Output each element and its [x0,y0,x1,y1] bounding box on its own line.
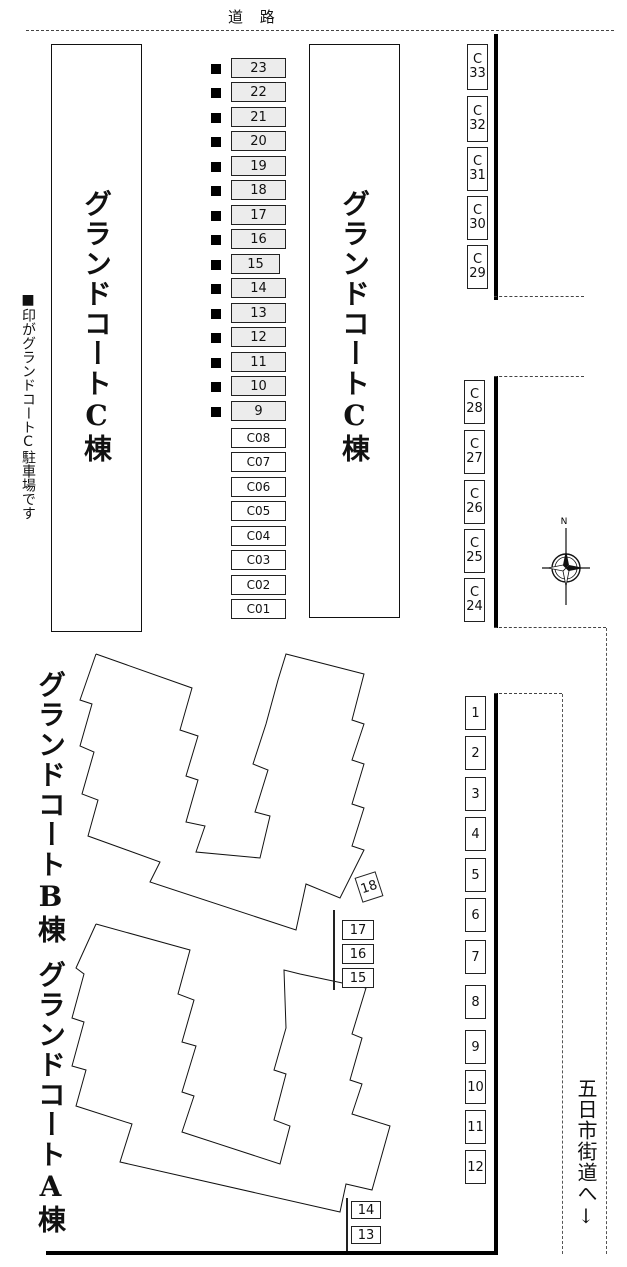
street-label: 五日市街道へ↓ [574,1078,598,1229]
parking-slot: C04 [231,526,286,546]
c-marker-icon [211,235,221,245]
building-a-outline [71,923,391,1213]
parking-slot: 22 [231,82,286,102]
parking-slot: C05 [231,501,286,521]
parking-slot: 21 [231,107,286,127]
parking-slot: 18 [231,180,286,200]
parking-slot: C02 [231,575,286,595]
parking-slot: 16 [342,944,374,964]
c-marker-icon [211,137,221,147]
building-c-left-label: グランドコートC棟 [80,189,113,464]
parking-slot: 12 [231,327,286,347]
street-edge-left [562,694,563,1254]
divider-line-bottom [346,1198,348,1254]
compass-north-label: N [561,517,568,527]
c-marker-icon [211,211,221,221]
parking-slot: C08 [231,428,286,448]
c-marker-icon [211,113,221,123]
parking-slot: 23 [231,58,286,78]
parking-slot: 11 [231,352,286,372]
building-c-right-label: グランドコートC棟 [338,189,371,464]
c-marker-icon [211,309,221,319]
parking-slot: C06 [231,477,286,497]
parking-slot: 3 [465,777,486,811]
building-b-outline [79,653,365,931]
wall-middle [494,376,498,628]
parking-slot: 20 [231,131,286,151]
parking-slot: 5 [465,858,486,892]
c-marker-icon [211,284,221,294]
c-marker-icon [211,88,221,98]
wall-upper [494,34,498,300]
parking-slot: 4 [465,817,486,851]
parking-slot: 13 [351,1226,381,1244]
bottom-wall [46,1251,498,1255]
c-marker-icon [211,64,221,74]
wall-middle-bottom [494,627,606,628]
parking-slot: 15 [231,254,280,274]
parking-slot: 16 [231,229,286,249]
parking-slot: 9 [231,401,286,421]
parking-slot: 13 [231,303,286,323]
building-b-label: グランドコートB棟 [34,670,67,945]
road-dotted-line [26,30,614,31]
parking-slot: C03 [231,550,286,570]
parking-slot: 12 [465,1150,486,1184]
parking-slot: 14 [351,1201,381,1219]
parking-slot: 17 [231,205,286,225]
divider-line [333,910,335,990]
wall-lower [494,693,498,1253]
parking-slot: 14 [231,278,286,298]
parking-slot: 6 [465,898,486,932]
building-c-right: グランドコートC棟 [309,44,400,618]
wall-lower-top [494,693,562,694]
wall-upper-end [494,296,584,299]
parking-slot: 19 [231,156,286,176]
c-marker-icon [211,358,221,368]
wall-middle-top [494,376,584,377]
c-marker-icon [211,162,221,172]
c-marker-icon [211,260,221,270]
parking-slot: 9 [465,1030,486,1064]
parking-slot: 7 [465,940,486,974]
parking-slot: 1 [465,696,486,730]
parking-slot: 17 [342,920,374,940]
legend-text: ■印がグランドコートC駐車場です [20,292,36,520]
building-a-label: グランドコートA棟 [34,960,67,1235]
compass-icon: N [542,517,590,605]
parking-slot: 8 [465,985,486,1019]
c-marker-icon [211,407,221,417]
parking-slot: 10 [231,376,286,396]
road-label: 道 路 [228,8,281,26]
building-c-left: グランドコートC棟 [51,44,142,632]
parking-slot: 10 [465,1070,486,1104]
c-marker-icon [211,333,221,343]
parking-slot: C01 [231,599,286,619]
c-marker-icon [211,382,221,392]
parking-slot: C07 [231,452,286,472]
street-edge-right [606,628,607,1254]
parking-slot: 11 [465,1110,486,1144]
c-marker-icon [211,186,221,196]
parking-slot: 2 [465,736,486,770]
parking-slot: 15 [342,968,374,988]
